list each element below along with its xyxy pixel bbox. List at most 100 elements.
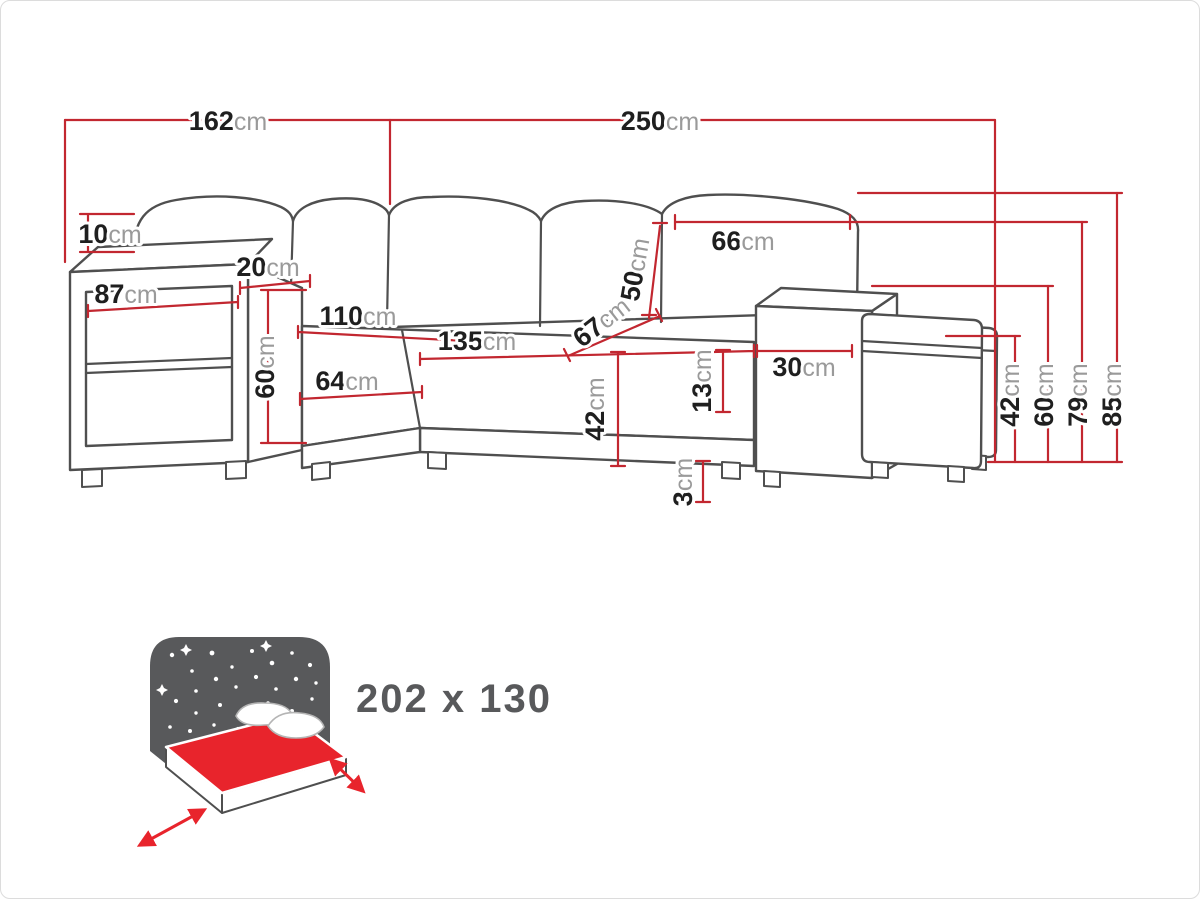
dim-label-30: 30cm [772, 352, 835, 382]
dim-label-20: 20cm [236, 252, 299, 282]
dim-line-67 [562, 307, 664, 363]
dim-13-unit: cm [689, 349, 717, 382]
dim-42r-value: 42 [995, 397, 1025, 427]
dim-13-value: 13 [687, 383, 717, 413]
dim-60r-unit: cm [1031, 363, 1059, 396]
dim-20-value: 20 [236, 252, 266, 282]
dim-66-unit: cm [741, 228, 774, 256]
pillow-seam-4 [659, 212, 664, 324]
dim-label-64: 64cm [315, 366, 378, 396]
dimension-labels: 162cm 250cm 10cm 20cm 87cm 110cm 135cm 6… [75, 103, 1130, 509]
dim-10-unit: cm [108, 221, 141, 249]
dim-87-unit: cm [124, 281, 157, 309]
dim-60l-unit: cm [252, 335, 280, 368]
dim-label-60-left: 60cm [250, 335, 280, 398]
dim-162-unit: cm [234, 108, 267, 136]
foot [81, 468, 103, 488]
bed-pillow [267, 711, 325, 739]
dim-label-66: 66cm [711, 226, 774, 256]
sparkle-icon [180, 644, 192, 656]
dim-110-value: 110 [320, 301, 364, 331]
pouffe-large-seam-bottom [860, 349, 984, 360]
shelf-board-bottom [84, 365, 234, 375]
pillow-seam-3 [538, 219, 543, 328]
dim-85-unit: cm [1099, 363, 1127, 396]
dim-30-value: 30 [772, 352, 802, 382]
dim-42r-unit: cm [997, 363, 1025, 396]
shelf-board-top [84, 356, 234, 366]
foot [763, 470, 781, 488]
dim-label-13: 13cm [687, 349, 717, 412]
dim-135-value: 135 [438, 326, 483, 356]
foot [947, 465, 965, 483]
dim-line-135 [418, 343, 756, 367]
dim-label-60-right: 60cm [1029, 363, 1059, 426]
dim-line-3 [694, 459, 712, 504]
left-armrest-shelf [68, 237, 304, 488]
dim-20-unit: cm [266, 254, 299, 282]
dim-42m-unit: cm [582, 377, 610, 410]
dim-line-50 [640, 221, 669, 320]
right-armrest-front [754, 304, 874, 480]
dim-10-value: 10 [78, 219, 108, 249]
dim-79-value: 79 [1063, 397, 1093, 427]
dim-label-42-mid: 42cm [580, 377, 610, 440]
dim-label-87: 87cm [94, 279, 157, 309]
seat-section [300, 324, 756, 481]
sparkle-icon [156, 684, 168, 696]
dim-line-10 [78, 212, 136, 254]
dim-label-3: 3cm [668, 458, 698, 506]
width-arrow-icon [136, 808, 208, 847]
dim-250-value: 250 [621, 106, 666, 136]
sleeping-area-size: 202 x 130 [356, 677, 552, 721]
depth-arrow-icon [328, 757, 366, 794]
seat-seam [400, 328, 422, 430]
foot [871, 461, 889, 479]
dim-64-value: 64 [315, 366, 345, 396]
dim-label-85: 85cm [1097, 363, 1127, 426]
back-pillows [131, 193, 860, 332]
dim-label-42-right: 42cm [995, 363, 1025, 426]
foot [225, 460, 247, 480]
dim-label-10: 10cm [78, 219, 141, 249]
dim-87-value: 87 [94, 279, 124, 309]
dim-label-135: 135cm [438, 326, 516, 356]
dim-line-110 [296, 324, 488, 350]
dim-line-64 [298, 384, 424, 407]
pouffe-large [860, 312, 984, 470]
dim-3-value: 3 [668, 491, 698, 506]
dim-line-13 [714, 348, 732, 414]
dim-label-79: 79cm [1063, 363, 1093, 426]
dim-85-value: 85 [1097, 397, 1127, 427]
sleeping-area-icon [136, 637, 366, 847]
dim-label-250: 250cm [621, 106, 699, 136]
sofa-outline [68, 193, 999, 488]
dim-label-162: 162cm [189, 106, 267, 136]
dim-60r-value: 60 [1029, 397, 1059, 427]
dim-110-unit: cm [363, 303, 396, 331]
dim-250-unit: cm [666, 108, 699, 136]
dim-79-unit: cm [1065, 363, 1093, 396]
dim-line-87 [86, 294, 240, 319]
dim-64-unit: cm [345, 368, 378, 396]
dim-label-50: 50cm [615, 236, 656, 304]
pouffe-large-seam-top [860, 339, 984, 350]
dim-3-unit: cm [670, 458, 698, 491]
dim-50-unit: cm [622, 236, 655, 274]
shelf-opening [84, 284, 234, 448]
dim-66-value: 66 [711, 226, 741, 256]
dim-162-value: 162 [189, 106, 234, 136]
dim-42m-value: 42 [580, 411, 610, 441]
dim-30-unit: cm [802, 354, 835, 382]
dim-line-30 [755, 343, 854, 359]
dim-line-42m [609, 350, 627, 468]
pouffes [860, 312, 999, 483]
dimension-lines [63, 118, 1124, 504]
dim-line-20 [238, 273, 312, 296]
pillow-seam-2 [385, 213, 391, 324]
foot [427, 451, 447, 470]
sparkle-icon [260, 640, 272, 652]
dim-60l-value: 60 [250, 369, 280, 399]
